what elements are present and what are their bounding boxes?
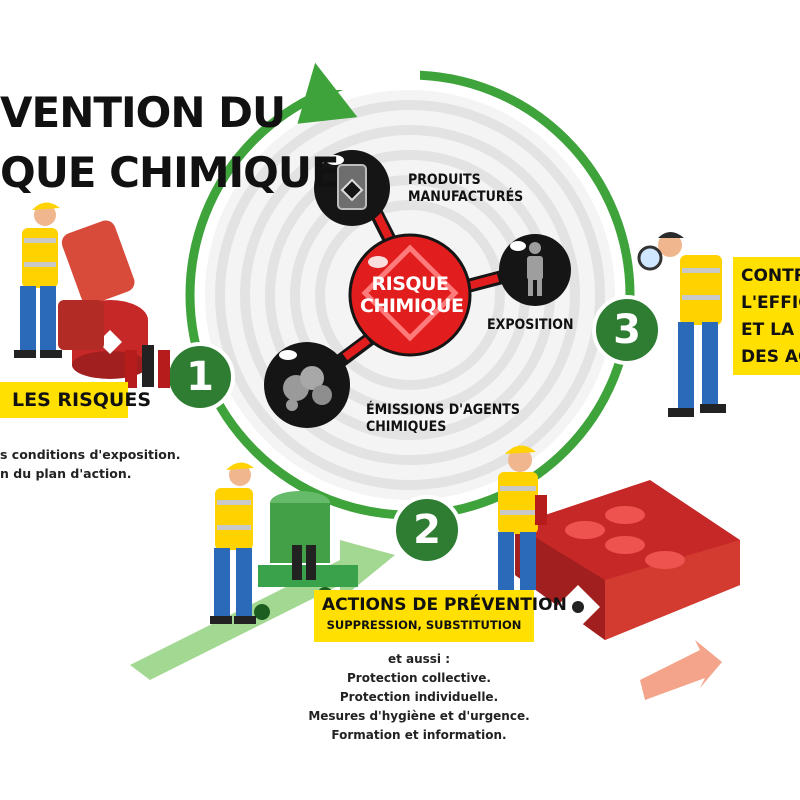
step2-desc-line: Formation et information. bbox=[331, 728, 507, 742]
worker-with-cart bbox=[210, 462, 358, 624]
step2-label: ACTIONS DE PRÉVENTION bbox=[322, 595, 567, 615]
center-label: RISQUE CHIMIQUE bbox=[360, 273, 464, 317]
step2-desc-line: et aussi : bbox=[387, 652, 451, 666]
step3-label-line: DES ACT bbox=[741, 347, 800, 367]
step2-desc-line: Protection collective. bbox=[347, 671, 491, 685]
step1-desc-line1: s conditions d'exposition. bbox=[0, 447, 181, 462]
worker-with-barrels bbox=[14, 202, 170, 388]
page-title-line1: VENTION DU bbox=[0, 88, 286, 137]
step2-desc-line: Protection individuelle. bbox=[339, 690, 499, 704]
step1-number: 1 bbox=[186, 354, 214, 400]
cycle-arrow bbox=[185, 60, 635, 520]
exposition-node bbox=[499, 234, 571, 306]
step3-label-line: L'EFFIC bbox=[741, 293, 800, 313]
step3-label-line: ET LA P bbox=[741, 320, 800, 340]
center-node bbox=[348, 233, 472, 357]
worker-with-container bbox=[498, 445, 740, 640]
step3-label-line: CONTRÔ bbox=[741, 266, 800, 286]
step1-desc-line2: n du plan d'action. bbox=[0, 466, 132, 481]
step3-number: 3 bbox=[613, 307, 641, 353]
step1-description: s conditions d'exposition. n du plan d'a… bbox=[0, 445, 181, 483]
step3-label-box: CONTRÔ L'EFFIC ET LA P DES ACT bbox=[733, 257, 800, 375]
step2-desc-line: Mesures d'hygiène et d'urgence. bbox=[308, 709, 530, 723]
step2-sublabel: SUPPRESSION, SUBSTITUTION bbox=[326, 618, 522, 632]
step2-number: 2 bbox=[413, 507, 441, 553]
produits-label: PRODUITS MANUFACTURÉS bbox=[408, 172, 524, 205]
emissions-node bbox=[264, 342, 350, 428]
step2-label-box: ACTIONS DE PRÉVENTION SUPPRESSION, SUBST… bbox=[314, 590, 567, 642]
worker-inspecting bbox=[637, 232, 726, 417]
step2-description: et aussi : Protection collective. Protec… bbox=[290, 650, 548, 745]
exposition-label: EXPOSITION bbox=[487, 317, 574, 333]
step1-label: LES RISQUES bbox=[0, 382, 151, 418]
produits-node bbox=[314, 150, 390, 226]
page-title-line2: QUE CHIMIQUE bbox=[0, 148, 340, 197]
emissions-label: ÉMISSIONS D'AGENTS CHIMIQUES bbox=[366, 402, 520, 435]
